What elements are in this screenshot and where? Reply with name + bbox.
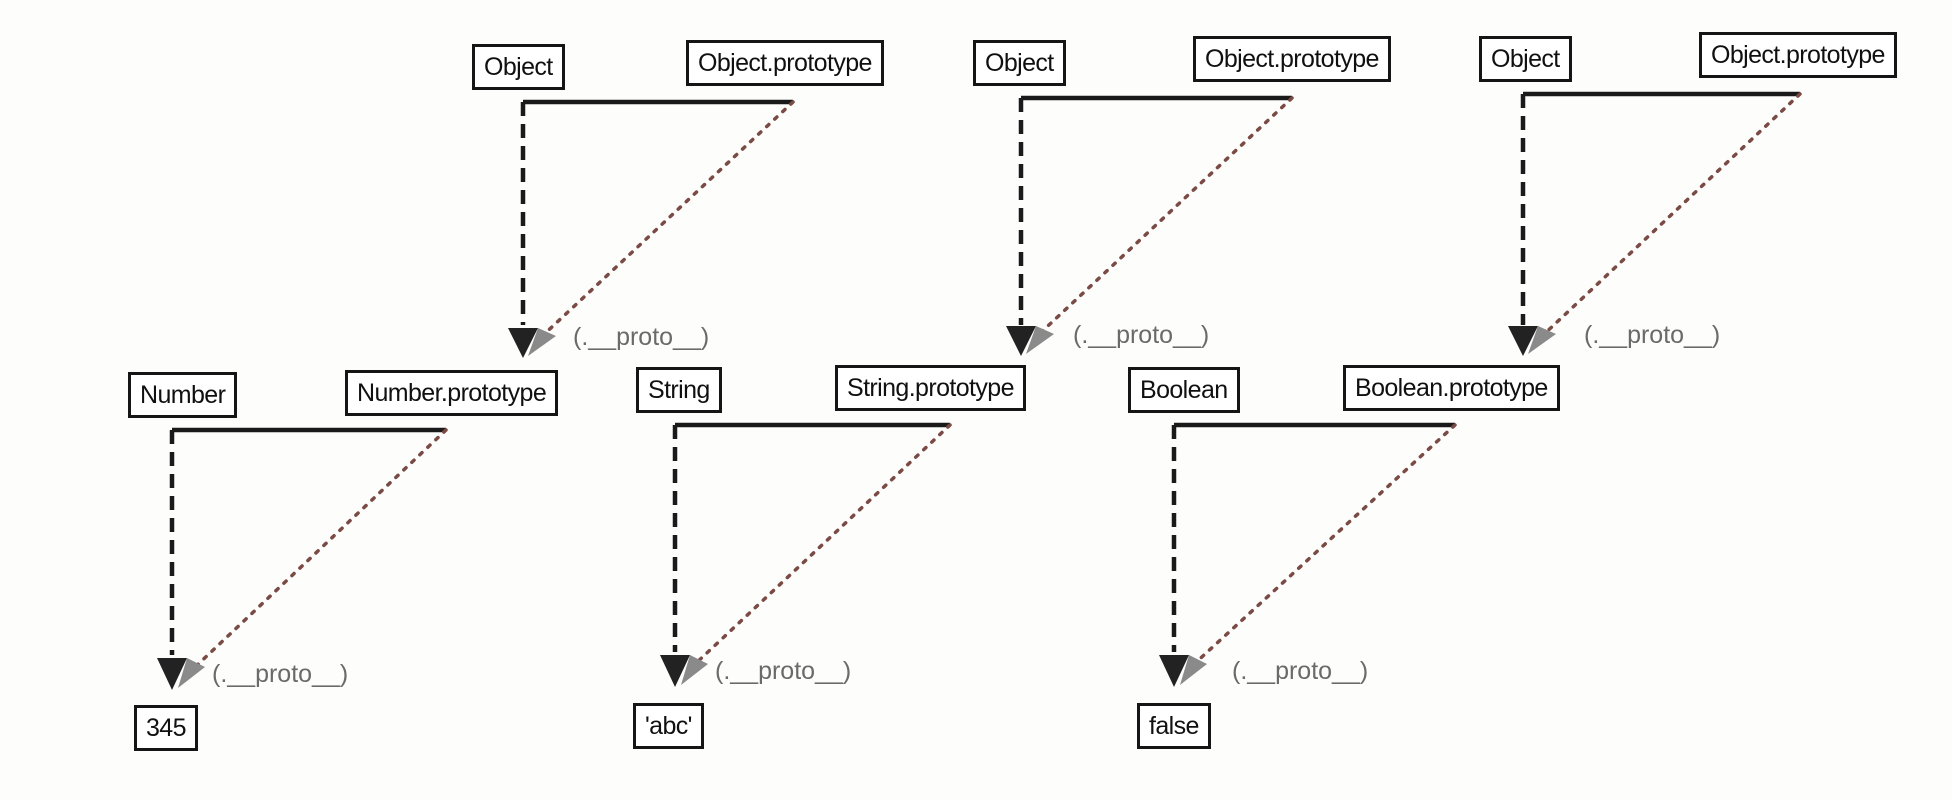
object-to-number-connector <box>508 99 795 358</box>
number-value-box: 345 <box>134 705 198 751</box>
number-to-value-connector <box>157 427 448 690</box>
boolean-proto-dotted-line <box>1190 423 1457 668</box>
object-constructor-box: Object <box>973 40 1066 86</box>
number-prototype-box: Number.prototype <box>345 370 559 416</box>
boolean-constructor-box: Boolean <box>1128 367 1240 413</box>
string-to-value-connector <box>660 422 952 687</box>
string-proto-dotted-line <box>691 423 952 668</box>
object-to-boolean-connector <box>1508 91 1802 356</box>
proto-link-label: (.__proto__) <box>573 323 710 351</box>
proto-link-label: (.__proto__) <box>1073 321 1210 349</box>
object-arrowhead-dark <box>1006 326 1036 356</box>
number-constructor-box: Number <box>128 372 238 418</box>
object-arrowhead-dark <box>508 328 538 358</box>
proto-link-label: (.__proto__) <box>1232 657 1369 685</box>
string-arrowhead-dark <box>660 655 690 687</box>
object-to-string-connector <box>1006 95 1294 356</box>
object-arrowhead-light <box>1026 326 1054 354</box>
string-value-box: 'abc' <box>633 703 704 749</box>
number-proto-dotted-line <box>190 428 448 672</box>
object-prototype-box: Object.prototype <box>686 40 884 86</box>
object-proto-dotted-line <box>536 100 795 342</box>
boolean-arrowhead-dark <box>1159 655 1189 687</box>
object-constructor-box: Object <box>1479 36 1572 82</box>
boolean-prototype-box: Boolean.prototype <box>1343 365 1560 411</box>
object-proto-dotted-line <box>1538 92 1802 340</box>
string-constructor-box: String <box>636 367 722 413</box>
boolean-value-box: false <box>1137 703 1211 749</box>
object-prototype-box: Object.prototype <box>1699 32 1897 78</box>
string-arrowhead-light <box>681 655 708 685</box>
boolean-to-value-connector <box>1159 422 1457 687</box>
object-arrowhead-dark <box>1508 326 1538 356</box>
object-arrowhead-light <box>1528 326 1556 354</box>
proto-link-label: (.__proto__) <box>1584 321 1721 349</box>
object-constructor-box: Object <box>472 44 565 90</box>
object-prototype-box: Object.prototype <box>1193 36 1391 82</box>
object-proto-dotted-line <box>1033 96 1294 340</box>
string-prototype-box: String.prototype <box>835 365 1026 411</box>
number-arrowhead-light <box>178 658 205 688</box>
number-arrowhead-dark <box>157 658 187 690</box>
object-arrowhead-light <box>528 328 556 356</box>
proto-link-label: (.__proto__) <box>715 657 852 685</box>
boolean-arrowhead-light <box>1180 655 1207 685</box>
proto-link-label: (.__proto__) <box>212 660 349 688</box>
